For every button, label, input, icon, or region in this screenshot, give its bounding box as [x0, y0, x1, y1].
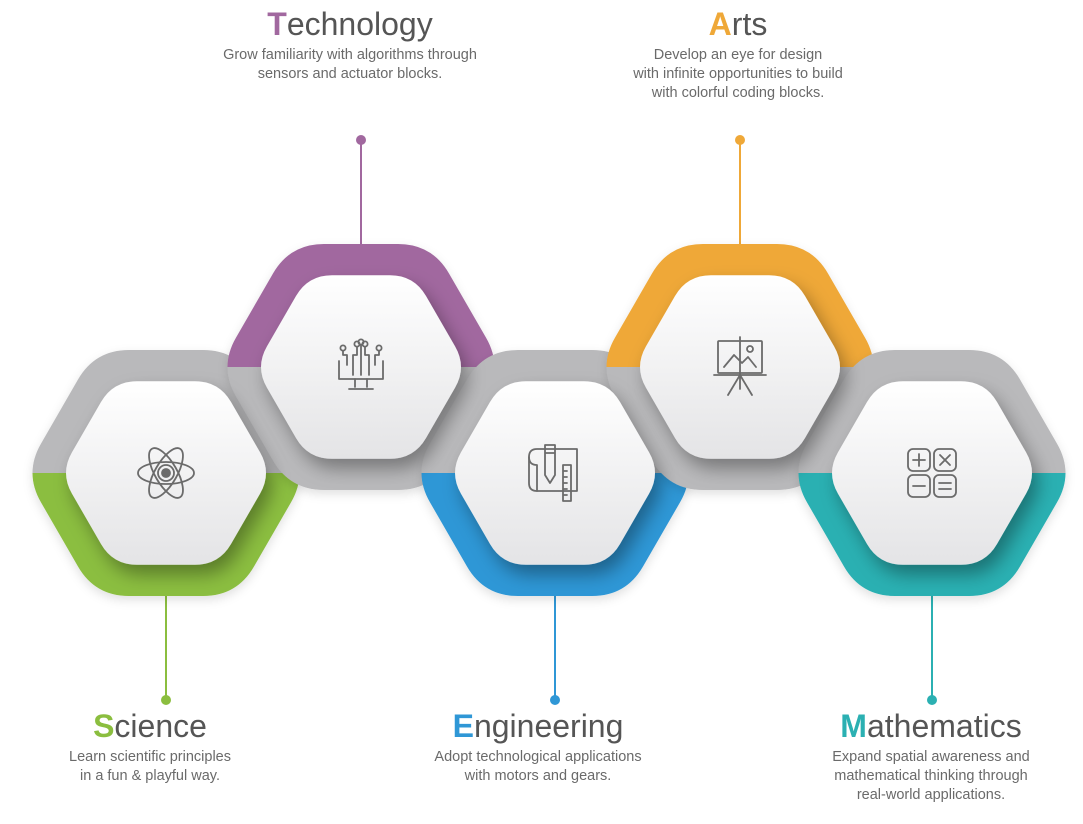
science-label: Science Learn scientific principles in a… — [0, 708, 300, 786]
mathematics-desc-line: mathematical thinking through — [834, 768, 1028, 784]
science-desc-line: Learn scientific principles — [69, 749, 231, 765]
science-title-rest: cience — [114, 708, 207, 744]
science-connector-dot — [161, 695, 171, 705]
mathematics-label: Mathematics Expand spatial awareness and… — [781, 708, 1081, 805]
arts-desc-line: with infinite opportunities to build — [633, 66, 843, 82]
mathematics-desc-line: real-world applications. — [856, 787, 1006, 803]
technology-title-rest: echnology — [286, 6, 433, 42]
blueprint-tools-icon — [528, 444, 578, 502]
technology-connector-dot — [356, 135, 366, 145]
engineering-desc-line: Adopt technological applications — [434, 749, 642, 765]
engineering-initial: E — [452, 708, 474, 744]
science-initial: S — [93, 708, 115, 744]
engineering-title: Engineering — [388, 708, 688, 744]
mathematics-title: Mathematics — [781, 708, 1081, 744]
arts-label: Arts Develop an eye for design with infi… — [538, 6, 938, 103]
mathematics-initial: M — [840, 708, 867, 744]
technology-title: Technology — [150, 6, 550, 42]
mathematics-title-rest: athematics — [866, 708, 1022, 744]
engineering-connector-dot — [550, 695, 560, 705]
science-title: Science — [0, 708, 300, 744]
arts-desc-line: with colorful coding blocks. — [651, 85, 825, 101]
technology-label: Technology Grow familiarity with algorit… — [150, 6, 550, 84]
engineering-description: Adopt technological applications with mo… — [388, 748, 688, 786]
science-desc-line: in a fun & playful way. — [80, 768, 220, 784]
science-description: Learn scientific principles in a fun & p… — [0, 748, 300, 786]
atom-icon — [137, 447, 195, 499]
calculator-icon — [907, 448, 957, 498]
arts-connector-dot — [735, 135, 745, 145]
technology-initial: T — [267, 6, 287, 42]
circuit-monitor-icon — [338, 338, 384, 390]
engineering-title-rest: ngineering — [473, 708, 624, 744]
mathematics-connector-dot — [927, 695, 937, 705]
arts-title-rest: rts — [731, 6, 768, 42]
easel-icon — [713, 336, 767, 396]
engineering-label: Engineering Adopt technological applicat… — [388, 708, 688, 786]
mathematics-description: Expand spatial awareness and mathematica… — [781, 748, 1081, 805]
arts-initial: A — [708, 6, 732, 42]
mathematics-inner-hexagon — [832, 381, 1032, 565]
technology-desc-line: sensors and actuator blocks. — [257, 66, 443, 82]
arts-description: Develop an eye for design with infinite … — [538, 46, 938, 103]
technology-description: Grow familiarity with algorithms through… — [150, 46, 550, 84]
arts-title: Arts — [538, 6, 938, 42]
engineering-desc-line: with motors and gears. — [464, 768, 612, 784]
mathematics-desc-line: Expand spatial awareness and — [832, 749, 1030, 765]
arts-desc-line: Develop an eye for design — [653, 47, 823, 63]
technology-desc-line: Grow familiarity with algorithms through — [223, 47, 477, 63]
